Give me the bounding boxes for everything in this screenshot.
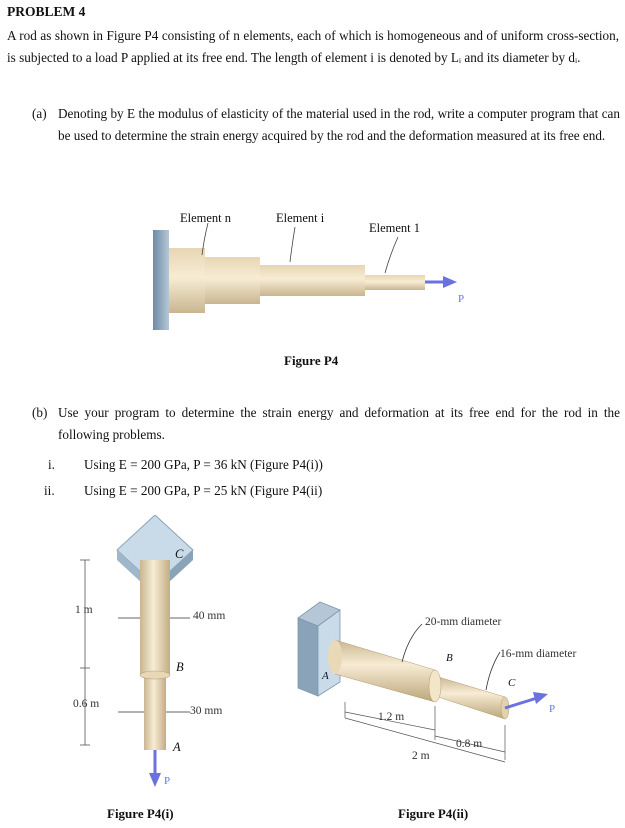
element-n-shape	[169, 248, 205, 313]
part-b-marker: (b)	[32, 405, 48, 420]
point-c-p4ii: C	[508, 677, 516, 689]
shaft-bc	[434, 675, 506, 720]
case-1-text: Using E = 200 GPa, P = 36 kN (Figure P4(…	[84, 457, 323, 472]
element-1-shape	[365, 275, 425, 290]
figure-p4	[153, 222, 457, 330]
part-a-text: Denoting by E the modulus of elasticity …	[58, 106, 620, 143]
label-element-n: Element n	[180, 211, 232, 225]
load-arrow-p4ii	[533, 692, 548, 704]
caption-figure-p4: Figure P4	[284, 353, 339, 368]
dim-length-bc: 0.8 m	[456, 738, 483, 750]
dim-diameter-bottom: 30 mm	[190, 705, 223, 717]
dim-diameter-20: 20-mm diameter	[425, 616, 502, 628]
element-i-shape	[260, 265, 365, 296]
case-2-marker: ii.	[44, 483, 55, 498]
dim-length-bottom: 0.6 m	[73, 698, 100, 710]
dim-length-total: 2 m	[412, 750, 430, 762]
shaft-ab	[334, 639, 436, 703]
load-arrow-p4i	[149, 773, 161, 787]
point-a-p4ii: A	[322, 670, 329, 682]
intro-paragraph: A rod as shown in Figure P4 consisting o…	[7, 28, 619, 65]
figure-p4i	[80, 515, 194, 787]
label-element-i: Element i	[276, 211, 325, 225]
part-b-text: Use your program to determine the strain…	[58, 405, 620, 442]
label-element-1: Element 1	[369, 221, 421, 235]
dim-length-ab: 1.2 m	[378, 711, 405, 723]
dim-length-top: 1 m	[75, 604, 93, 616]
load-arrow	[443, 276, 457, 288]
point-c-p4i: C	[175, 547, 184, 561]
load-label-p4i: P	[164, 775, 171, 787]
point-b-p4ii: B	[446, 652, 453, 664]
case-1-marker: i.	[48, 457, 55, 472]
load-label-p: P	[458, 293, 465, 305]
fixed-wall	[153, 230, 169, 330]
caption-figure-p4i: Figure P4(i)	[107, 806, 174, 821]
figure-p4ii	[297, 601, 548, 763]
element-mid-shape	[205, 257, 260, 304]
wall-block	[297, 617, 319, 697]
problem-title: PROBLEM 4	[7, 4, 86, 19]
point-a-p4i: A	[173, 740, 181, 754]
caption-figure-p4ii: Figure P4(ii)	[398, 806, 469, 821]
dim-diameter-16: 16-mm diameter	[500, 648, 577, 660]
point-b-p4i: B	[176, 660, 184, 674]
part-a-marker: (a)	[32, 106, 47, 121]
column-ba	[144, 675, 166, 750]
dim-diameter-top: 40 mm	[193, 610, 226, 622]
case-2-text: Using E = 200 GPa, P = 25 kN (Figure P4(…	[84, 483, 323, 498]
load-label-p4ii: P	[549, 703, 556, 715]
column-cb	[140, 560, 170, 675]
